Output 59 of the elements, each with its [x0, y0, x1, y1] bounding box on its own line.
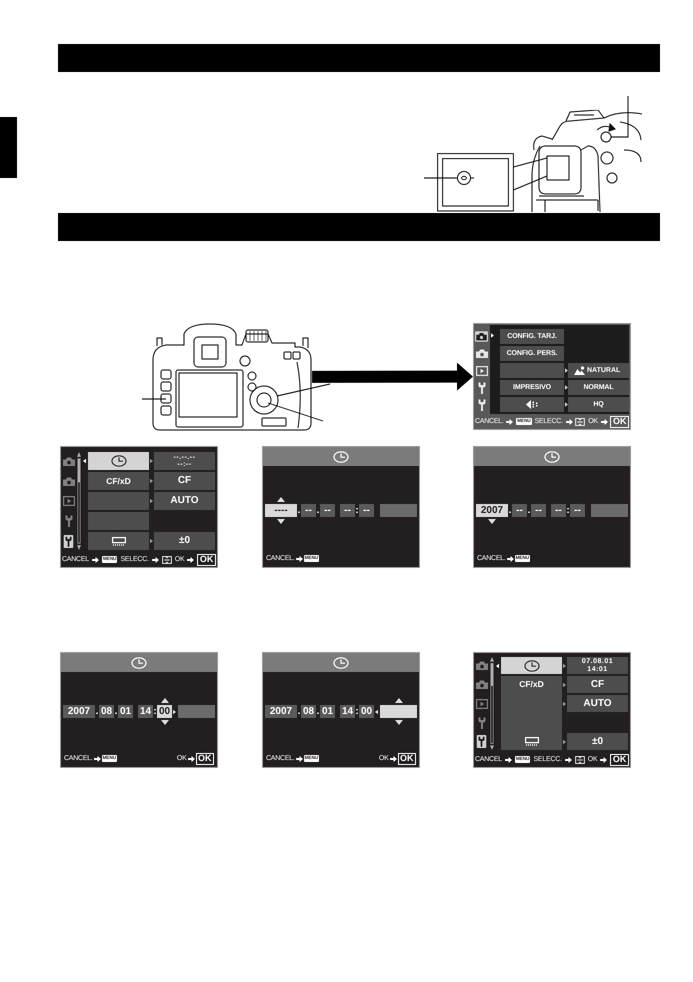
- date-separator: .: [114, 705, 118, 718]
- leader-line: [268, 402, 324, 422]
- ok-key: OK: [610, 754, 629, 766]
- time-separator: :: [355, 705, 359, 718]
- setting-value: AUTO: [154, 492, 215, 510]
- month-value: --: [301, 504, 316, 517]
- camera-viewfinder-illustration: [437, 110, 642, 212]
- time-separator: :: [153, 705, 157, 718]
- leader-line: [276, 384, 330, 396]
- year-value: ----: [265, 504, 297, 517]
- time-separator: :: [566, 504, 570, 517]
- lcd-screen: [262, 652, 420, 768]
- setting-value: CF: [154, 472, 215, 490]
- date-separator: .: [508, 504, 512, 517]
- lcd-screen: [60, 446, 218, 568]
- year-value: 2007: [265, 705, 297, 718]
- day-value: 01: [320, 705, 335, 718]
- month-value: 08: [99, 705, 114, 718]
- day-value: --: [531, 504, 546, 517]
- lcd-screen: [473, 323, 631, 430]
- hour-value: --: [551, 504, 566, 517]
- minute-value: --: [570, 504, 585, 517]
- leader-line: [610, 96, 628, 138]
- day-value: --: [320, 504, 335, 517]
- date-separator: .: [316, 705, 320, 718]
- setting-value: ±0: [567, 733, 628, 750]
- year-value: 2007: [476, 504, 508, 517]
- time-separator: :: [355, 504, 359, 517]
- hour-value: --: [340, 504, 355, 517]
- date-separator: .: [527, 504, 531, 517]
- minute-value: 00: [157, 705, 172, 718]
- lcd-screen: [473, 446, 631, 568]
- ok-key: OK: [197, 554, 216, 566]
- lcd-screen: [473, 652, 631, 768]
- camera-back-illustration: [152, 323, 312, 431]
- hour-value: 14: [340, 705, 355, 718]
- setting-value: ±0: [154, 532, 215, 550]
- ok-key: OK: [610, 416, 629, 428]
- leader-line: [142, 398, 166, 400]
- date-separator: .: [297, 504, 301, 517]
- minute-value: --: [359, 504, 374, 517]
- menu-item-label: CF/xD: [88, 472, 149, 490]
- date-separator: .: [316, 504, 320, 517]
- month-value: 08: [301, 705, 316, 718]
- arrow: [312, 362, 473, 391]
- lcd-screen: [262, 446, 420, 568]
- menu-item-label: CF/xD: [518, 678, 545, 692]
- minute-value: 00: [359, 705, 374, 718]
- date-separator: .: [297, 705, 301, 718]
- hour-value: 14: [138, 705, 153, 718]
- ok-key: OK: [196, 752, 214, 764]
- lcd-screen: [60, 652, 218, 768]
- month-value: --: [512, 504, 527, 517]
- ok-key: OK: [398, 752, 416, 764]
- setting-value: CF: [567, 676, 628, 693]
- year-value: 2007: [63, 705, 95, 718]
- day-value: 01: [118, 705, 133, 718]
- setting-value: AUTO: [567, 695, 628, 712]
- date-separator: .: [95, 705, 99, 718]
